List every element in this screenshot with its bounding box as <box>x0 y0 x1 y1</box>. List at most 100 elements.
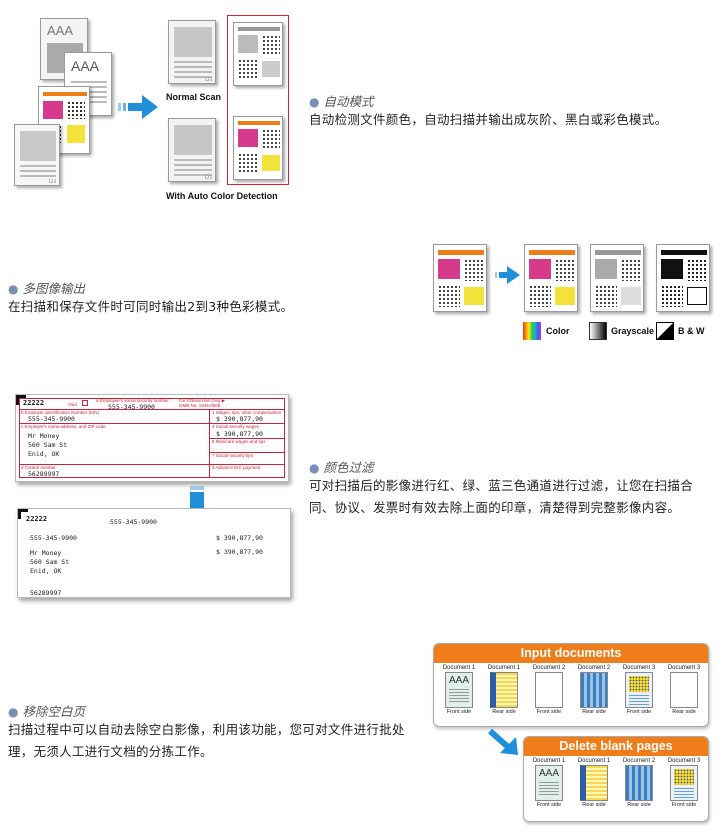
auto-mode-title: ●自动模式 <box>309 91 374 110</box>
document-thumbnail: Document 2 Front side <box>528 665 570 725</box>
document-side-label: Rear side <box>672 709 696 715</box>
multi-color-page <box>524 244 578 312</box>
ss-wages-value: $ 390,877,90 <box>216 548 263 556</box>
input-doc-gray: 123 <box>14 124 60 186</box>
document-page <box>580 765 608 801</box>
document-page: AAA <box>445 672 473 708</box>
multi-source-page <box>433 244 487 312</box>
bullet-icon: ● <box>309 95 320 109</box>
ss-wages-label: 3 Social security wages <box>212 424 260 429</box>
document-label: Document 3 <box>667 758 701 764</box>
page-number: 123 <box>204 175 212 180</box>
document-label: Document 2 <box>622 758 656 764</box>
control-value: 56289997 <box>28 470 60 478</box>
auto-mode-description: 自动检测文件颜色，自动扫描并输出成灰阶、黑白或彩色模式。 <box>309 112 668 127</box>
ssn-value: 555-345-9900 <box>108 403 155 411</box>
medicare-label: 5 Medicare wages and tips <box>212 439 266 444</box>
document-label: Document 2 <box>577 665 611 671</box>
color-filter-title-text: 颜色过滤 <box>323 460 374 475</box>
ssn-label: a Employee's social security number <box>96 398 169 403</box>
document-label: Document 3 <box>667 665 701 671</box>
document-label: Document 1 <box>442 665 476 671</box>
document-label: Document 2 <box>532 665 566 671</box>
ss-tips-label: 7 Social security tips <box>212 453 254 458</box>
multi-image-title-text: 多图像输出 <box>22 281 85 296</box>
output-documents-header: Delete blank pages <box>524 737 708 756</box>
employee-name: Mr Money <box>28 432 60 440</box>
document-page <box>670 765 698 801</box>
bullet-icon: ● <box>8 705 19 719</box>
document-side-label: Rear side <box>627 802 651 808</box>
legend-bw-swatch <box>656 322 674 340</box>
void-label: Void <box>68 402 77 407</box>
form-number: 22222 <box>26 515 48 523</box>
doc-text-aaa: AAA <box>71 58 100 74</box>
document-page <box>670 672 698 708</box>
auto-color-label: With Auto Color Detection <box>166 191 278 201</box>
ein-value: 555-345-9900 <box>30 534 77 542</box>
employee-city: Enid, OK <box>30 567 62 575</box>
multi-image-title: ●多图像输出 <box>8 278 85 297</box>
omb-label: OMB No. 1545-0008 <box>179 403 221 408</box>
legend-color-label: Color <box>546 326 570 336</box>
normal-scan-page-bottom: 123 <box>168 118 216 182</box>
control-label: d Control number <box>21 465 56 470</box>
normal-scan-page-top: 123 <box>168 20 216 84</box>
document-page <box>490 672 518 708</box>
legend-bw-label: B & W <box>678 326 705 336</box>
arrow-down-right-icon <box>488 728 518 755</box>
normal-scan-label: Normal Scan <box>166 92 222 102</box>
ein-label: b Employer identification Number (EIN) <box>21 410 100 415</box>
auto-detection-box <box>227 15 289 185</box>
employee-street: 560 Sam St <box>30 558 70 566</box>
document-label: Document 3 <box>622 665 656 671</box>
legend-grayscale-label: Grayscale <box>611 326 655 336</box>
multi-grayscale-page <box>590 244 644 312</box>
void-checkbox <box>82 400 88 406</box>
document-page <box>625 765 653 801</box>
grayscale-output-page <box>233 22 283 86</box>
document-page <box>535 672 563 708</box>
document-thumbnail: Document 1 AAA Front side <box>438 665 480 725</box>
document-side-label: Front side <box>446 709 472 715</box>
blank-removal-title-text: 移除空白页 <box>22 704 85 719</box>
document-side-label: Front side <box>536 802 562 808</box>
page-number: 123 <box>204 77 212 82</box>
employee-city: Enid, OK <box>28 450 60 458</box>
input-documents-header: Input documents <box>434 644 708 663</box>
blank-removal-description: 扫描过程中可以自动去除空白影像，利用该功能，您可对文件进行批处理，无须人工进行文… <box>8 722 405 759</box>
document-side-label: Rear side <box>492 709 516 715</box>
doc-text-aaa: AAA <box>538 768 559 779</box>
employer-label: c Employer's name address, and ZIP code <box>21 424 106 429</box>
document-page <box>625 672 653 708</box>
document-side-label: Rear side <box>582 709 606 715</box>
legend-grayscale-swatch <box>589 322 607 340</box>
form-number: 22222 <box>23 399 45 407</box>
page-number: 123 <box>48 179 56 184</box>
ssn-value: 555-345-9900 <box>110 518 157 526</box>
document-side-label: Front side <box>536 709 562 715</box>
doc-text-aaa: AAA <box>448 675 469 686</box>
color-filter-description: 可对扫描后的影像进行红、绿、蓝三色通道进行过滤，让您在扫描合同、协议、发票时有效… <box>309 478 694 515</box>
document-label: Document 1 <box>532 758 566 764</box>
auto-mode-title-text: 自动模式 <box>323 94 374 109</box>
official-use-label: For Official Use Only ▶ <box>179 398 226 403</box>
control-value: 56289997 <box>30 589 62 597</box>
wages-label: 1 Wages, tips, other compensation <box>212 410 282 415</box>
output-documents-panel: Delete blank pages Document 1 AAA Front si… <box>523 736 709 822</box>
multi-image-description: 在扫描和保存文件时可同时输出2到3种色彩模式。 <box>8 299 294 314</box>
document-page: AAA <box>535 765 563 801</box>
w2-form-original: 22222 Void a Employee's social security … <box>15 394 289 482</box>
color-filter-title: ●颜色过滤 <box>309 457 374 476</box>
document-thumbnail: Document 3 Rear side <box>663 665 705 725</box>
document-side-label: Front side <box>671 802 697 808</box>
wages-value: $ 390,877,90 <box>216 534 263 542</box>
arrow-right-icon <box>118 95 158 119</box>
document-thumbnail: Document 3 Front side <box>663 758 705 818</box>
document-label: Document 1 <box>577 758 611 764</box>
